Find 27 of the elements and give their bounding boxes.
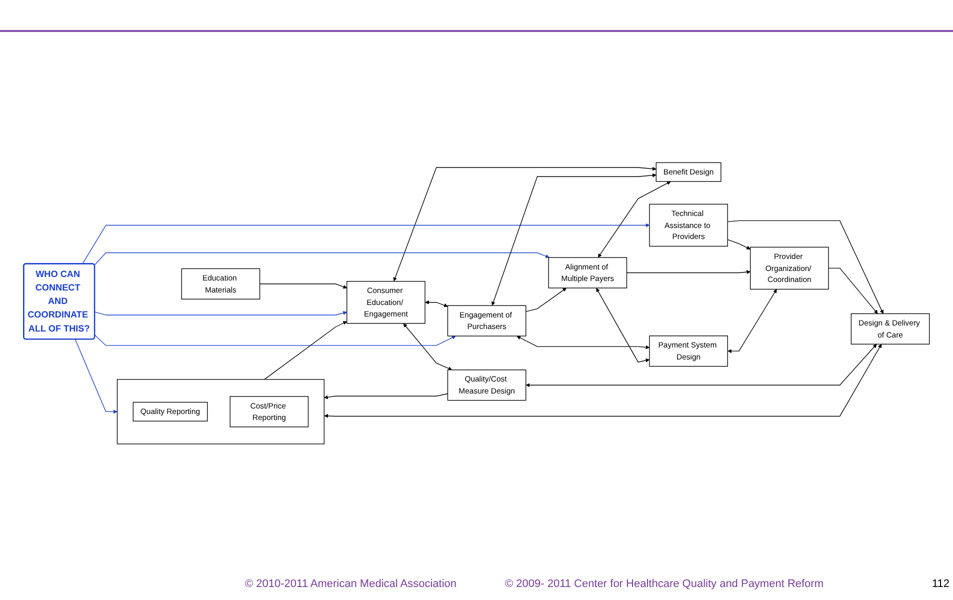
arrow <box>74 338 118 414</box>
arrow <box>324 344 882 418</box>
arrow <box>828 268 878 314</box>
arrow <box>516 336 650 349</box>
arrow <box>626 270 751 274</box>
page-number: 112 <box>932 578 950 590</box>
arrow <box>264 320 348 380</box>
arrow <box>393 166 656 282</box>
arrow <box>526 344 877 387</box>
arrow <box>727 220 884 314</box>
arrow <box>259 283 348 288</box>
arrow <box>82 222 650 264</box>
arrow <box>324 393 448 399</box>
arrow <box>727 238 751 250</box>
arrow <box>728 288 777 353</box>
copyright-note: © 2009- 2011 Center for Healthcare Quality and Payment Reform <box>505 578 824 590</box>
arrow <box>596 288 650 362</box>
arrow <box>94 252 550 266</box>
arrow <box>526 288 567 312</box>
cluster <box>116 378 324 444</box>
copyright-note: © 2010-2011 American Medical Association <box>245 578 457 590</box>
arrow <box>94 310 348 316</box>
arrow <box>425 300 448 307</box>
arrow <box>403 323 452 370</box>
arrow <box>598 181 671 258</box>
arrow <box>94 334 456 346</box>
arrow <box>492 173 656 306</box>
